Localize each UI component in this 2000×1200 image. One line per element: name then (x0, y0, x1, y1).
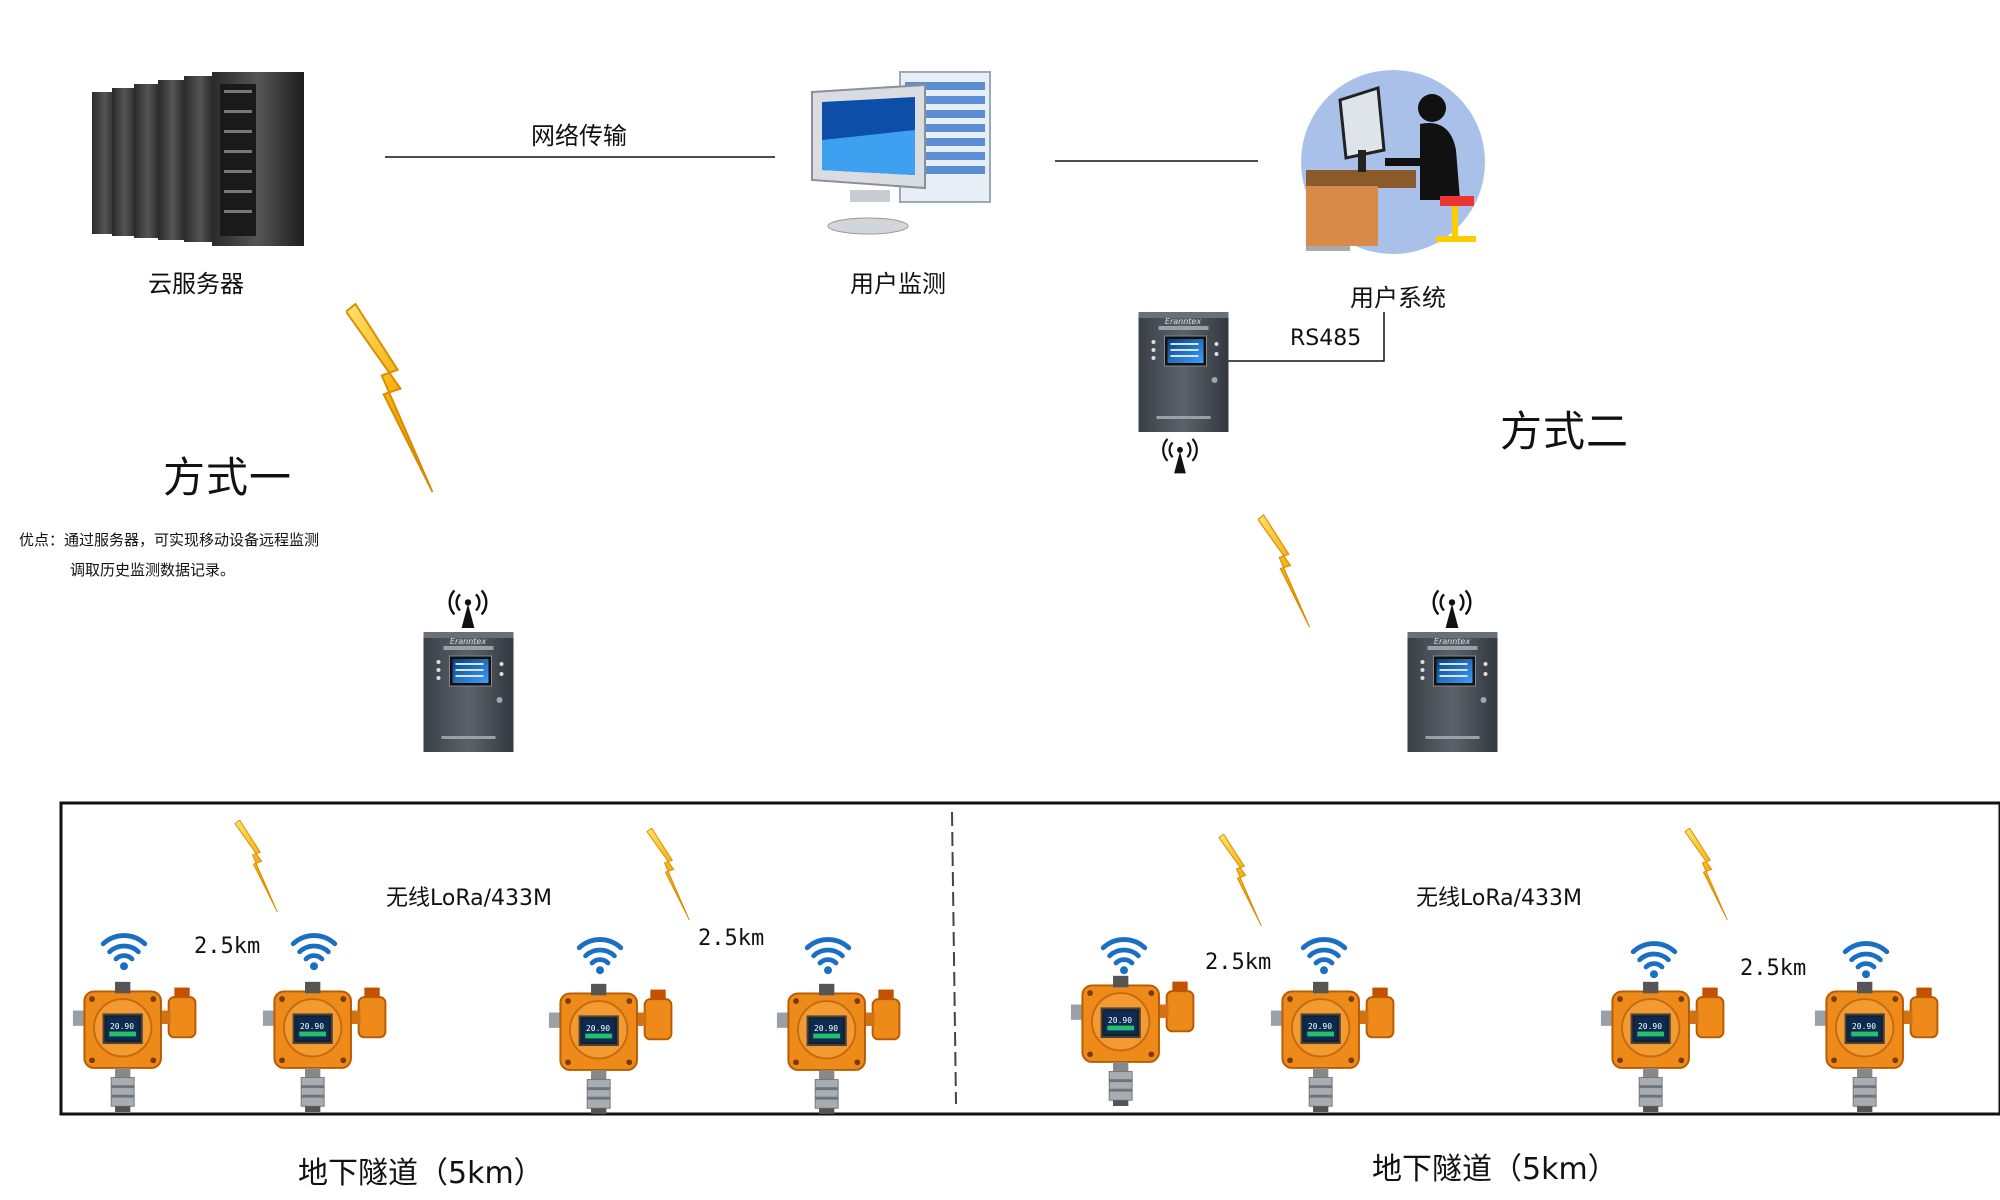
mode-one-advantage-line1: 优点：通过服务器，可实现移动设备远程监测 (19, 531, 320, 549)
wifi-icon (1845, 944, 1887, 979)
antenna-icon (1161, 437, 1199, 475)
lightning-icon (646, 828, 690, 920)
lightning-icon (1258, 514, 1311, 628)
detector-reading: 20.90 (1638, 1022, 1662, 1031)
wifi-icon (579, 940, 621, 975)
wifi-icon (293, 936, 335, 971)
controller-brand: Eranntex (1434, 637, 1470, 646)
gas-detector-icon (547, 982, 673, 1114)
lightning-icon (346, 302, 434, 494)
distance-label: 2.5km (194, 934, 261, 959)
distance-label: 2.5km (698, 926, 765, 951)
operator-at-desk-icon (1301, 70, 1485, 254)
antenna-icon (1432, 588, 1472, 630)
detector-reading: 20.90 (110, 1022, 134, 1031)
tunnel-divider (951, 811, 957, 1105)
detector-reading: 20.90 (1108, 1016, 1132, 1025)
antenna-icon (448, 588, 488, 630)
gas-detector-icon (1069, 974, 1195, 1106)
controller-brand: Eranntex (450, 637, 486, 646)
tunnel-box (59, 801, 2000, 1116)
user-monitoring-label: 用户监测 (850, 270, 946, 298)
network-transmission-label: 网络传输 (531, 122, 627, 150)
gas-detector-icon (1599, 980, 1725, 1112)
mode-one-title: 方式一 (163, 453, 293, 502)
detector-reading: 20.90 (1852, 1022, 1876, 1031)
gas-detector-icon (1813, 980, 1939, 1112)
tunnel-label-left: 地下隧道（5km） (298, 1156, 544, 1191)
lightning-icon (234, 820, 278, 912)
wireless-label-left: 无线LoRa/433M (386, 886, 552, 911)
gas-detector-icon (1269, 980, 1395, 1112)
controller-cabinet-icon (1406, 632, 1499, 752)
gas-detector-icon (261, 980, 387, 1112)
controller-cabinet-icon (422, 632, 515, 752)
detector-reading: 20.90 (814, 1024, 838, 1033)
cloud-server-label: 云服务器 (148, 270, 244, 298)
user-system-label: 用户系统 (1350, 284, 1446, 312)
lightning-icon (1684, 828, 1728, 920)
wifi-icon (1103, 940, 1145, 975)
monitor-building-icon (811, 71, 991, 235)
detector-reading: 20.90 (300, 1022, 324, 1031)
lightning-icon (1218, 834, 1262, 926)
gas-detector-icon (71, 980, 197, 1112)
detector-reading: 20.90 (1308, 1022, 1332, 1031)
rs485-line (1228, 312, 1385, 362)
wifi-icon (103, 936, 145, 971)
mode-one-advantage-line2: 调取历史监测数据记录。 (70, 561, 236, 579)
server-rack-icon (92, 72, 304, 246)
wifi-icon (1633, 944, 1675, 979)
controller-brand: Eranntex (1165, 317, 1201, 326)
wifi-icon (1303, 940, 1345, 975)
tunnel-label-right: 地下隧道（5km） (1372, 1152, 1618, 1187)
wifi-icon (807, 940, 849, 975)
distance-label: 2.5km (1205, 950, 1272, 975)
distance-label: 2.5km (1740, 956, 1807, 981)
controller-cabinet-icon (1137, 312, 1230, 432)
rs485-label: RS485 (1290, 326, 1362, 351)
wireless-label-right: 无线LoRa/433M (1416, 886, 1582, 911)
detector-reading: 20.90 (586, 1024, 610, 1033)
mode-two-title: 方式二 (1500, 407, 1630, 456)
gas-detector-icon (775, 982, 901, 1114)
